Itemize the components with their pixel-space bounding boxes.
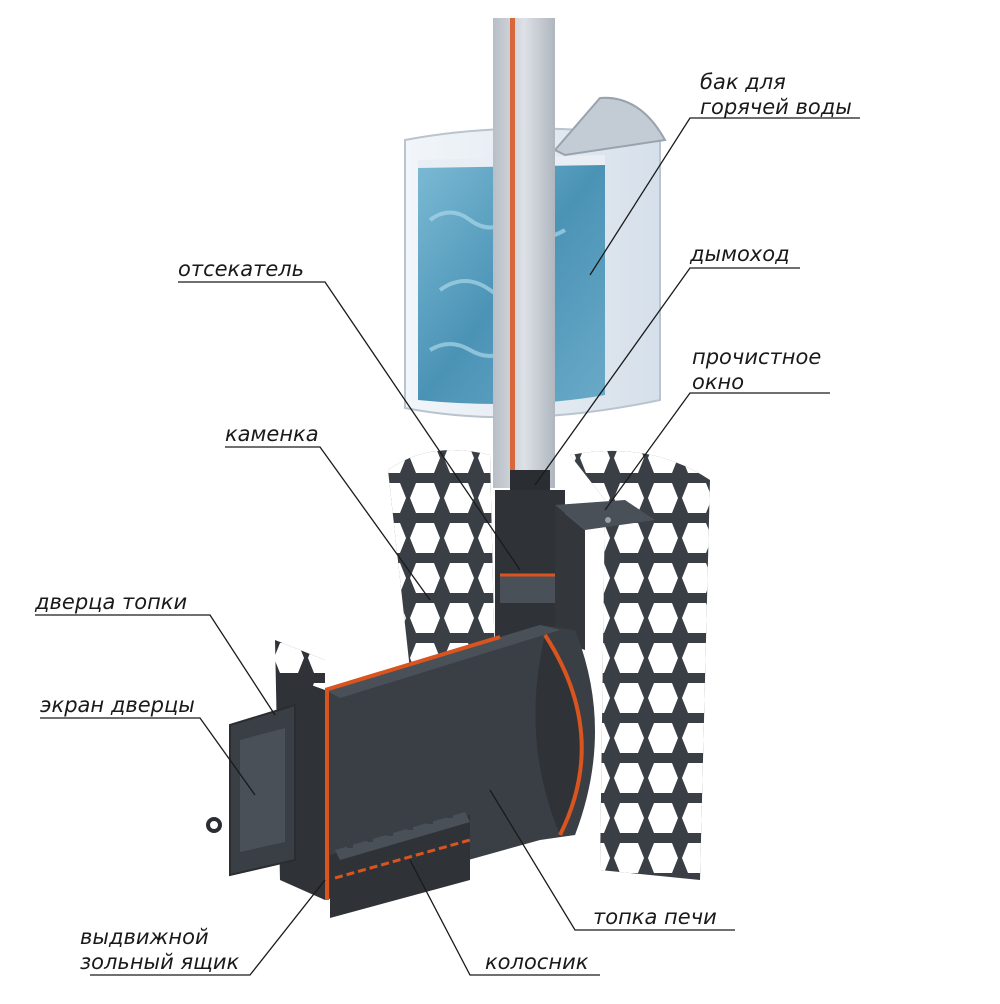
- leader-grate: [409, 859, 600, 976]
- leader-cleanout: [604, 392, 830, 511]
- stone-cage-left: [388, 450, 495, 670]
- chimney-pipe: [493, 18, 555, 530]
- grate-and-drawer: [330, 796, 471, 918]
- firebox-top-cut: [324, 635, 501, 692]
- label-ash-drawer: выдвижной зольный ящик: [80, 925, 240, 974]
- tank-lid: [553, 96, 667, 157]
- grate-bars: [347, 796, 453, 848]
- label-stone-cage: каменка: [225, 422, 319, 446]
- leader-ash: [90, 879, 326, 976]
- stone-cage-right: [570, 450, 710, 880]
- baffle-plate: [500, 575, 565, 603]
- cleanout-window: [555, 500, 655, 650]
- grate-frame: [335, 812, 470, 860]
- label-baffle: отсекатель: [178, 257, 305, 281]
- label-firebox: топка печи: [593, 905, 717, 929]
- water-ripples: [428, 210, 567, 358]
- leader-chimney: [534, 267, 800, 486]
- firebox-back-cut: [543, 633, 584, 836]
- column-body: [495, 490, 565, 640]
- baffle-column: [495, 490, 565, 640]
- leader-screen: [40, 717, 256, 796]
- label-hot-water-tank: бак для горячей воды: [700, 70, 852, 119]
- cleanout-front: [555, 505, 585, 650]
- pipe-cut-edge: [510, 18, 515, 488]
- cleanout-top: [555, 500, 655, 530]
- leader-firebox: [489, 789, 735, 931]
- label-door-screen: экран дверцы: [40, 693, 195, 717]
- label-firebox-door: дверца топки: [35, 590, 188, 614]
- leader-stones: [225, 446, 431, 601]
- leader-tank: [589, 117, 860, 276]
- label-chimney: дымоход: [690, 242, 790, 266]
- leader-door: [35, 614, 276, 716]
- door-assembly: [206, 640, 325, 900]
- firebox-top: [325, 625, 560, 698]
- cleanout-bolt: [605, 517, 611, 523]
- leader-lines: [35, 117, 860, 976]
- leader-baffle: [178, 281, 521, 571]
- label-cleanout-window: прочистное окно: [692, 345, 822, 394]
- ash-drawer: [330, 815, 470, 918]
- pipe-body: [493, 18, 555, 488]
- door-screen: [240, 728, 285, 852]
- label-grate: колосник: [485, 950, 589, 974]
- door-handle: [206, 817, 222, 833]
- front-plate-mesh-top: [275, 640, 325, 690]
